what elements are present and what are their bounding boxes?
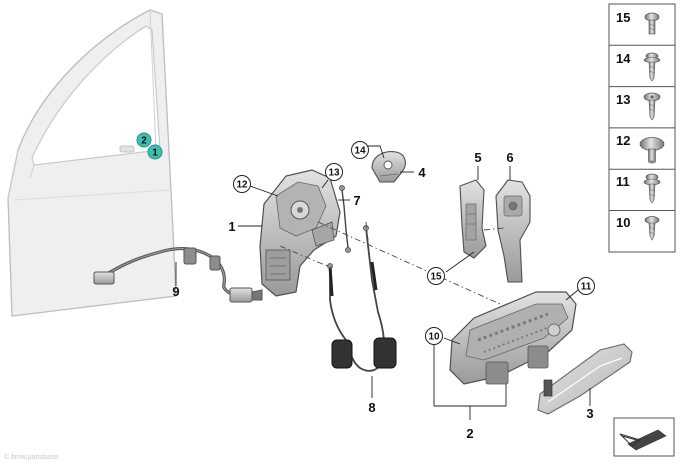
door-panel xyxy=(7,9,177,317)
flange-screw-icon xyxy=(643,52,661,82)
handle-carrier-2 xyxy=(449,291,577,385)
callout-4: 4 xyxy=(418,165,426,180)
leader-lines xyxy=(175,145,591,420)
callout-10: 10 xyxy=(425,327,443,345)
callout-6: 6 xyxy=(506,150,513,165)
callout-10-label: 10 xyxy=(428,332,440,343)
callout-15: 15 xyxy=(427,267,445,285)
door-marker-2: 2 xyxy=(136,132,152,148)
striker-4 xyxy=(371,151,406,183)
callout-8: 8 xyxy=(368,400,375,415)
callout-11: 11 xyxy=(577,277,595,295)
legend-label-15: 15 xyxy=(616,10,630,25)
legend-label-10: 10 xyxy=(616,215,630,230)
round-head-screw-icon xyxy=(639,137,665,164)
callout-2: 2 xyxy=(466,426,473,441)
torx-screw-icon xyxy=(643,92,661,121)
lock-rod-7 xyxy=(339,185,351,253)
watermark-text: © bmw.partsbase xyxy=(4,453,58,461)
callout-14-label: 14 xyxy=(354,146,366,157)
callout-12-label: 12 xyxy=(236,180,248,191)
bracket-5 xyxy=(459,179,487,259)
callout-13: 13 xyxy=(325,163,343,181)
collar-screw-icon xyxy=(643,173,661,204)
legend-label-11: 11 xyxy=(616,174,630,189)
short-screw-icon xyxy=(644,216,660,241)
door-marker-2-label: 2 xyxy=(141,136,147,147)
bowden-cable-9 xyxy=(93,246,263,303)
handle-cable-8 xyxy=(327,225,397,372)
callout-9: 9 xyxy=(172,284,179,299)
fastener-legend: 15 14 13 12 xyxy=(608,3,676,253)
door-lock-1 xyxy=(259,169,341,297)
door-marker-1: 1 xyxy=(147,144,163,160)
callout-5: 5 xyxy=(474,150,481,165)
callout-13-label: 13 xyxy=(328,168,340,179)
callout-11-label: 11 xyxy=(581,282,592,293)
pan-head-screw-icon xyxy=(644,12,660,35)
callout-3: 3 xyxy=(586,406,593,421)
callout-15-label: 15 xyxy=(430,272,442,283)
callout-14: 14 xyxy=(351,141,369,159)
callout-12: 12 xyxy=(233,175,251,193)
legend-label-14: 14 xyxy=(616,51,631,66)
callout-1: 1 xyxy=(228,219,235,234)
orientation-arrow-icon xyxy=(613,417,675,457)
bracket-6 xyxy=(495,179,531,283)
assembly-lines xyxy=(279,221,505,305)
outer-handle-3 xyxy=(537,343,633,415)
door-marker-1-label: 1 xyxy=(152,148,158,159)
callout-7: 7 xyxy=(353,193,360,208)
legend-label-12: 12 xyxy=(616,133,630,148)
legend-label-13: 13 xyxy=(616,92,630,107)
